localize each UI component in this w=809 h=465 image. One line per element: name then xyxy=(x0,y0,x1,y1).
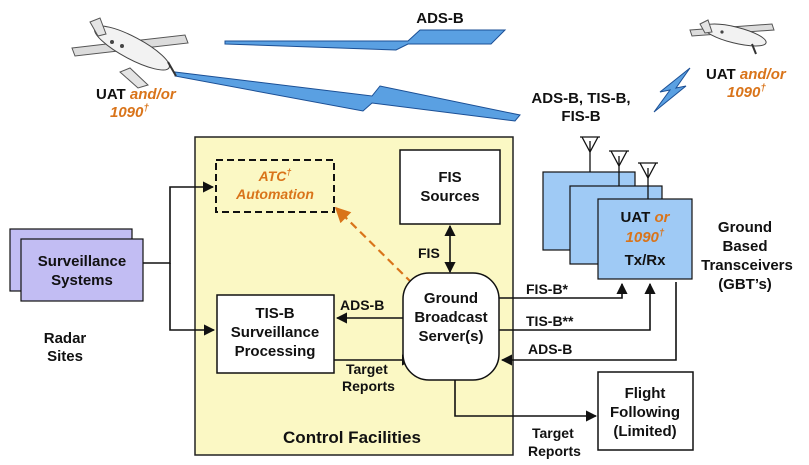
fis-sources-line2: Sources xyxy=(420,188,479,205)
tisb-processing-box xyxy=(216,294,335,374)
fis-sources-line1: FIS xyxy=(438,169,461,186)
airplane-icon xyxy=(71,17,189,89)
adsb-link-arrow xyxy=(500,282,677,366)
target-reports-arrow-2 xyxy=(454,380,598,422)
atc-label: ATC† xyxy=(258,167,292,184)
surveillance-systems-box xyxy=(20,238,144,302)
flight-following-box xyxy=(597,371,694,451)
radar-sites-line2: Sites xyxy=(47,348,83,365)
gbs-line2: Broadcast xyxy=(414,309,487,326)
ground-broadcast-server xyxy=(402,272,500,381)
target-reports-2-line1: Target xyxy=(532,425,574,441)
target-reports-2-line2: Reports xyxy=(528,443,581,459)
uat-right-label: UAT and/or xyxy=(706,66,787,83)
flight-following-line3: (Limited) xyxy=(613,423,676,440)
adsb-link-label: ADS-B xyxy=(528,341,572,357)
tisb-link-label: TIS-B** xyxy=(526,313,574,329)
target-reports-1-line2: Reports xyxy=(342,378,395,394)
gbt-txrx-label: Tx/Rx xyxy=(625,252,667,269)
uat-left-label: UAT and/or xyxy=(96,86,177,103)
lightning-icon xyxy=(224,29,507,51)
gbt-desc-line3: Transceivers xyxy=(701,257,793,274)
uat-left-1090-label: 1090† xyxy=(110,103,149,121)
gbs-line3: Server(s) xyxy=(418,328,483,345)
airplane-icon xyxy=(689,19,775,55)
gbt-front-box xyxy=(597,198,693,280)
uplink-label-line1: ADS-B, TIS-B, xyxy=(531,90,630,107)
fis-link-label: FIS xyxy=(418,245,440,261)
antenna-icon xyxy=(580,136,600,172)
gbt-desc-line2: Based xyxy=(722,238,767,255)
fisb-link-label: FIS-B* xyxy=(526,281,569,297)
gbt-desc-line1: Ground xyxy=(718,219,772,236)
uplink-label-line2: FIS-B xyxy=(561,108,600,125)
control-facilities-label: Control Facilities xyxy=(283,428,421,447)
tisb-link-arrow xyxy=(499,282,656,331)
lightning-icon xyxy=(174,71,521,122)
surveillance-systems-line2: Systems xyxy=(51,272,113,289)
tisb-processing-line1: TIS-B xyxy=(255,305,294,322)
gbt-uat-label: UAT or xyxy=(621,209,671,226)
uat-right-1090-label: 1090† xyxy=(727,83,766,101)
surveillance-to-atc-arrow xyxy=(143,181,215,264)
flight-following-line1: Flight xyxy=(625,385,666,402)
flight-following-line2: Following xyxy=(610,404,680,421)
gbt-1090-label: 1090† xyxy=(626,228,665,246)
antenna-icon xyxy=(638,162,658,199)
surveillance-systems-line1: Surveillance xyxy=(38,253,126,270)
gbt-desc-line4: (GBT’s) xyxy=(718,276,772,293)
automation-label: Automation xyxy=(235,186,314,202)
adsb-to-tisb-label: ADS-B xyxy=(340,297,384,313)
atc-automation-box xyxy=(215,159,335,213)
radar-sites-line1: Radar xyxy=(44,330,87,347)
surveillance-to-tisb-arrow xyxy=(169,263,216,336)
gbs-to-atc-dashed-arrow xyxy=(334,206,413,284)
lightning-icon xyxy=(653,67,691,113)
fisb-link-arrow xyxy=(499,282,628,299)
tisb-processing-line3: Processing xyxy=(235,343,316,360)
fis-sources-box xyxy=(399,149,501,225)
gbs-line1: Ground xyxy=(424,290,478,307)
target-reports-1-line1: Target xyxy=(346,361,388,377)
adsb-air-to-air-label: ADS-B xyxy=(416,10,464,27)
antenna-icon xyxy=(609,150,629,186)
tisb-processing-line2: Surveillance xyxy=(231,324,319,341)
